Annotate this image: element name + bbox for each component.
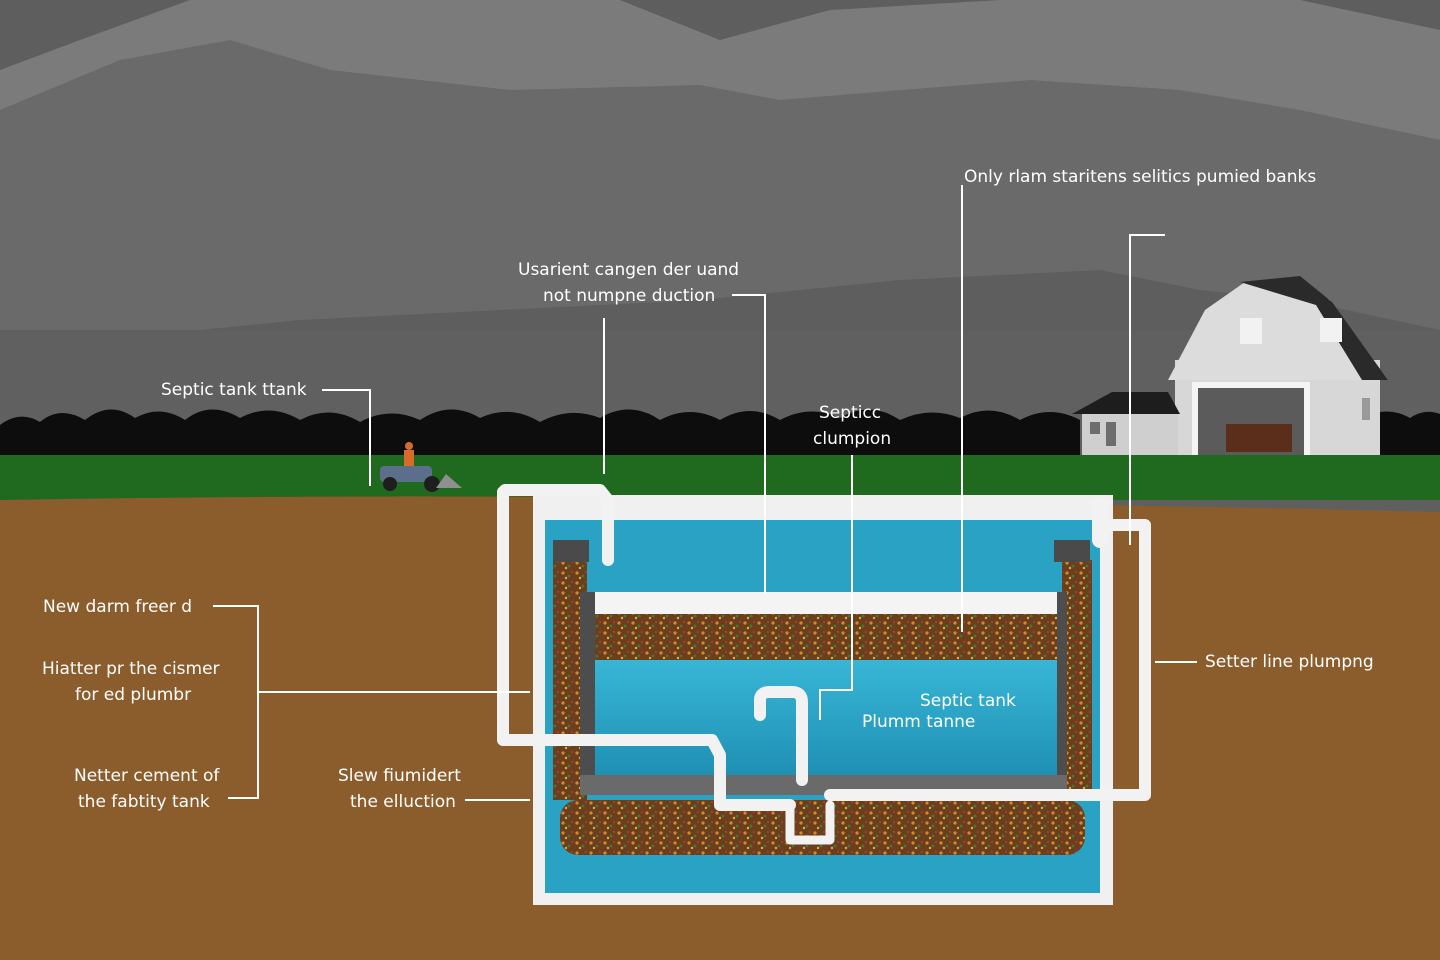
inner-tank-lid	[595, 592, 1057, 614]
label-new-darm: New darm freer d	[43, 597, 192, 617]
scum-layer	[595, 614, 1057, 664]
leader-lines	[213, 185, 1197, 801]
label-slew-2: the elluction	[350, 792, 456, 812]
label-top-center-1: Usarient cangen der uand	[518, 260, 739, 280]
label-tank-inner-2: Plumm tanne	[862, 712, 975, 732]
label-slew-1: Slew fiumidert	[338, 766, 461, 786]
grass	[0, 455, 1440, 500]
label-septicc-1: Septicc	[819, 403, 881, 423]
left-wall-dark	[553, 540, 589, 562]
mountain-near	[0, 40, 1440, 350]
label-hiatter-1: Hiatter pr the cismer	[42, 659, 220, 679]
tractor	[380, 442, 462, 492]
label-septicc-2: clumpion	[813, 429, 891, 449]
label-netter-2: the fabtity tank	[78, 792, 210, 812]
tree-line	[0, 409, 1080, 460]
label-top-right: Only rlam staritens selitics pumied bank…	[964, 167, 1316, 187]
label-tank-inner-1: Septic tank	[920, 691, 1016, 711]
label-hiatter-2: for ed plumbr	[75, 685, 191, 705]
label-netter-1: Netter cement of	[74, 766, 220, 786]
label-setter-line: Setter line plumpng	[1205, 652, 1374, 672]
label-top-center-2: not numpne duction	[543, 286, 715, 306]
label-septic-tank-ttank: Septic tank ttank	[161, 380, 307, 400]
barn	[1168, 276, 1388, 455]
tank-water	[595, 660, 1057, 775]
pipes	[497, 484, 1151, 845]
sludge-bottom	[560, 800, 1085, 855]
right-wall-dark	[1054, 540, 1090, 562]
